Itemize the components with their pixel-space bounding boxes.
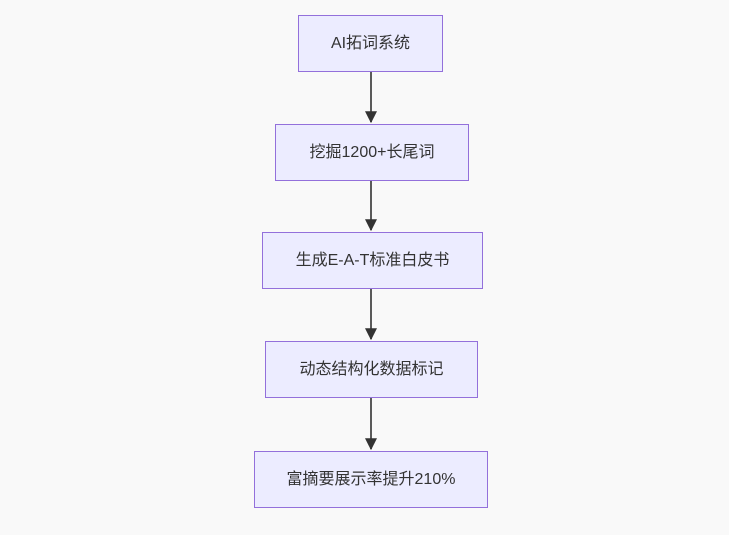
flow-node-longtail-mining: 挖掘1200+长尾词 bbox=[275, 124, 469, 181]
flow-node-label: 生成E-A-T标准白皮书 bbox=[295, 251, 450, 269]
flow-node-label: 动态结构化数据标记 bbox=[299, 360, 444, 378]
flow-node-label: 挖掘1200+长尾词 bbox=[309, 143, 435, 161]
flow-node-label: 富摘要展示率提升210% bbox=[286, 470, 456, 488]
flow-node-rich-snippet-result: 富摘要展示率提升210% bbox=[254, 451, 488, 508]
flow-node-eat-whitepaper: 生成E-A-T标准白皮书 bbox=[262, 232, 483, 289]
flow-node-label: AI拓词系统 bbox=[330, 34, 411, 52]
flow-node-structured-data-markup: 动态结构化数据标记 bbox=[265, 341, 478, 398]
flow-node-ai-word-expansion: AI拓词系统 bbox=[298, 15, 443, 72]
